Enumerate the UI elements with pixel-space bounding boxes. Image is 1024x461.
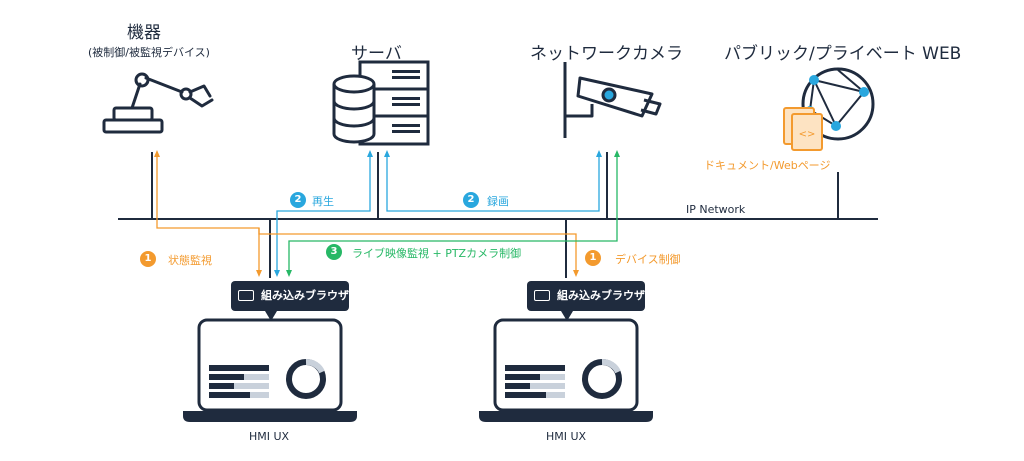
device-control-badge: 1 (585, 250, 601, 266)
live-label: ライブ映像監視 + PTZカメラ制御 (352, 247, 522, 260)
right-embedded-browser-badge: 組み込みブラウザ (527, 281, 645, 321)
browser-window-icon (534, 290, 550, 301)
left-hmi-caption: HMI UX (249, 430, 290, 443)
record-arrow (386, 152, 600, 212)
left-embedded-browser-badge: 組み込みブラウザ (231, 281, 349, 321)
status-badge: 1 (140, 251, 156, 267)
playback-label: 再生 (312, 195, 334, 208)
svg-text:<>: <> (799, 129, 816, 140)
status-label: 状態監視 (168, 254, 212, 267)
live-badge: 3 (326, 244, 342, 260)
ip-network-label: IP Network (686, 203, 746, 216)
robot-arm-icon (102, 72, 214, 134)
web-title: パブリック/プライベート WEB (724, 44, 962, 64)
device-control-arrow (258, 228, 577, 275)
server-title: サーバ (351, 44, 402, 64)
machine-title: 機器 (127, 23, 161, 43)
browser-window-icon (238, 290, 254, 301)
document-label: ドキュメント/Webページ (704, 159, 831, 172)
left-laptop-icon (183, 318, 357, 422)
left-browser-label: 組み込みブラウザ (261, 289, 349, 302)
record-label: 録画 (487, 195, 509, 208)
camera-title: ネットワークカメラ (530, 44, 683, 64)
device-control-label: デバイス制御 (615, 253, 681, 266)
right-browser-label: 組み込みブラウザ (557, 289, 645, 302)
record-badge: 2 (463, 192, 479, 208)
server-icon (332, 60, 430, 146)
live-arrow (288, 152, 618, 275)
right-laptop-icon (479, 318, 653, 422)
playback-badge: 2 (290, 192, 306, 208)
status-arrow (156, 152, 260, 275)
playback-arrow (276, 152, 371, 275)
machine-subtitle: (被制御/被監視デバイス) (88, 46, 210, 59)
camera-icon (563, 62, 662, 138)
document-icon: <> (783, 107, 823, 151)
right-hmi-caption: HMI UX (546, 430, 587, 443)
